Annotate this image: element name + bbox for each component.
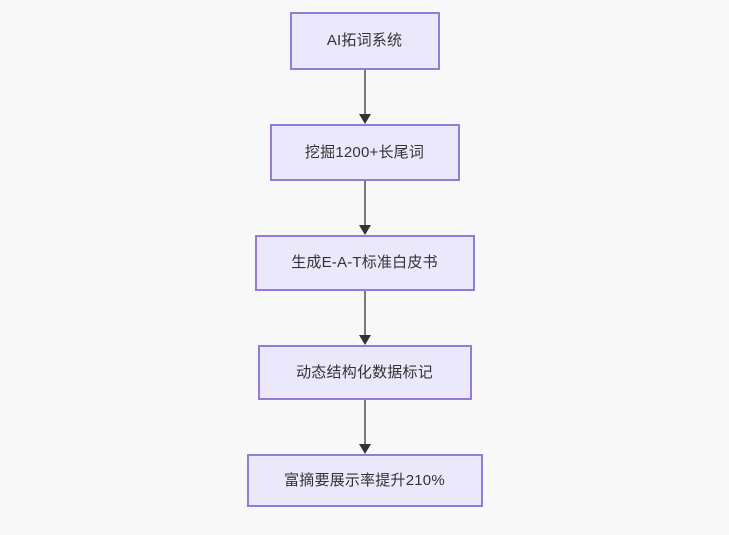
flow-node-rich-snippet-result[interactable]: 富摘要展示率提升210% — [246, 454, 483, 507]
flow-connector-3-to-4 — [358, 291, 372, 345]
flow-node-label: AI拓词系统 — [326, 32, 403, 49]
flow-connector-2-to-3 — [358, 181, 372, 235]
flow-node-label: 挖掘1200+长尾词 — [304, 143, 425, 161]
connector-line — [363, 70, 366, 115]
flow-node-label: 动态结构化数据标记 — [296, 363, 433, 381]
arrow-down-icon — [358, 225, 371, 235]
connector-line — [363, 400, 366, 445]
connector-line — [363, 181, 366, 226]
flow-connector-1-to-2 — [358, 70, 372, 124]
flow-node-label: 富摘要展示率提升210% — [284, 471, 445, 489]
arrow-down-icon — [358, 335, 371, 345]
arrow-down-icon — [358, 444, 371, 454]
flow-node-ai-keyword-system[interactable]: AI拓词系统 — [289, 12, 440, 70]
flow-node-label: 生成E-A-T标准白皮书 — [291, 254, 438, 271]
arrow-down-icon — [358, 114, 371, 124]
flow-node-eat-whitepaper[interactable]: 生成E-A-T标准白皮书 — [254, 235, 475, 291]
flow-node-structured-data-markup[interactable]: 动态结构化数据标记 — [257, 345, 472, 400]
connector-line — [363, 291, 366, 336]
flow-node-longtail-keywords[interactable]: 挖掘1200+长尾词 — [269, 124, 460, 181]
flow-connector-4-to-5 — [358, 400, 372, 454]
